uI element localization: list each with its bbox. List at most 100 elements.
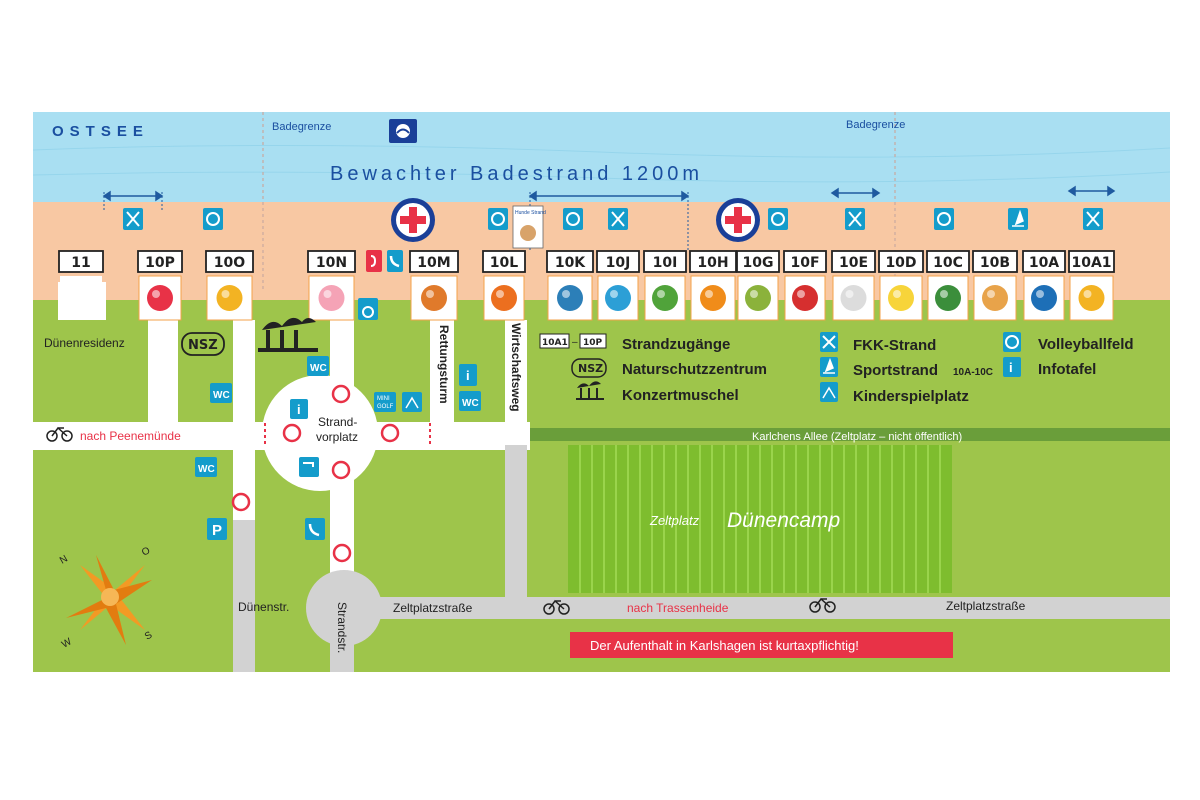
svg-text:GOLF: GOLF: [377, 404, 394, 410]
entrance-label: 10N: [316, 255, 347, 271]
legend-playground: Kinderspielplatz: [853, 388, 969, 405]
entrance-10l: 10L: [482, 250, 526, 321]
ostsee-label: OSTSEE: [52, 123, 149, 140]
svg-text:Hunde Strand: Hunde Strand: [515, 210, 546, 216]
duenenresidenz-label: Dünenresidenz: [44, 336, 125, 350]
entrance-label: 10H: [697, 255, 728, 271]
beach-chair-icon: [557, 285, 583, 311]
playground-icon: [820, 382, 838, 402]
svg-text:WC: WC: [462, 398, 479, 409]
entrance-label: 10D: [885, 255, 916, 271]
karlchens-allee-label: Karlchens Allee (Zeltplatz – nicht öffen…: [752, 431, 962, 443]
svg-text:i: i: [1009, 360, 1013, 375]
entrance-10h: 10H: [689, 250, 737, 321]
wheelchair-icon: [358, 298, 378, 320]
karlchens-allee-path: [530, 428, 1170, 441]
volleyball-icon: [934, 208, 954, 230]
entrance-10o: 10O: [205, 250, 254, 321]
sunflower-icon: [216, 285, 243, 311]
no-cars-icon: [231, 492, 251, 512]
volleyball-icon: [488, 208, 508, 230]
nach-peenemuende-label: nach Peenemünde: [80, 429, 181, 443]
fkk-icon: [608, 208, 628, 230]
no-bicycle-icon: [331, 384, 351, 404]
entrance-label: 10K: [555, 255, 586, 271]
kurtax-notice: Der Aufenthalt in Karlshagen ist kurtaxp…: [570, 632, 953, 658]
svg-text:WC: WC: [310, 363, 327, 374]
entrance-10a: 10A: [1022, 250, 1066, 321]
entrance-10k: 10K: [546, 250, 594, 321]
ice-cream-icon: [318, 285, 345, 311]
entrance-label: 10J: [606, 255, 631, 271]
entrance-label: 10M: [417, 255, 450, 271]
legend-nsz: Naturschutzzentrum: [622, 361, 767, 378]
entrance-label: 10F: [790, 255, 819, 271]
entrance-label: 11: [71, 255, 90, 271]
svg-text:MINI: MINI: [377, 396, 390, 402]
beach-title: Bewachter Badestrand 1200m: [330, 163, 703, 185]
legend-shell: Konzertmuschel: [622, 387, 739, 404]
no-bicycle-icon: [380, 423, 400, 443]
fkk-icon: [1083, 208, 1103, 230]
sea-area: [33, 112, 1170, 204]
legend-sport-suffix: 10A-10C: [953, 367, 993, 378]
legend-volleyball: Volleyballfeld: [1038, 336, 1134, 353]
bicycle-icon: [46, 426, 73, 442]
wc-sign: WC: [195, 457, 217, 477]
sport-beach-icon: [820, 357, 838, 377]
svg-text:WC: WC: [198, 464, 215, 475]
ladybug-icon: [792, 285, 818, 311]
no-bicycle-icon: [331, 460, 351, 480]
strandvorplatz-label-1: Strand-: [318, 415, 357, 429]
bucket-icon: [491, 285, 517, 311]
entrance-10n: 10N: [307, 250, 356, 321]
svg-text:N: N: [58, 553, 70, 566]
mini-golf-sign: MINI GOLF: [374, 392, 396, 412]
snail-icon: [982, 285, 1008, 311]
wc-sign: WC: [307, 356, 329, 376]
legend-fkk: FKK-Strand: [853, 337, 936, 354]
volleyball-icon: [203, 208, 223, 230]
svg-text:Der Aufenthalt in Karlshagen i: Der Aufenthalt in Karlshagen ist kurtaxp…: [590, 638, 859, 653]
svg-text:10P: 10P: [583, 338, 603, 348]
entrance-label: 10L: [490, 255, 518, 271]
lifeguard-icon: [391, 198, 435, 242]
emergency-icon: [366, 250, 382, 272]
entrance-10b: 10B: [972, 250, 1018, 321]
svg-text:i: i: [297, 402, 301, 417]
tent-icon: [652, 285, 678, 311]
entrance-label: 10I: [653, 255, 678, 271]
beach-entrances: 11Peene-münde10P10O10N10M10L10K10J10I10H…: [58, 250, 1115, 321]
entrance-10j: 10J: [596, 250, 640, 321]
bicycle-icon: [809, 597, 836, 613]
wirtschaftsweg-label: Wirtschaftsweg: [509, 323, 523, 412]
volleyball-icon: [563, 208, 583, 230]
sailboat-icon: [935, 285, 961, 311]
duenenresidenz-building: [58, 282, 106, 320]
water-tap-icon: [299, 457, 319, 477]
entrance-10f: 10F: [783, 250, 827, 321]
compass-rose: N O S W: [58, 545, 155, 651]
duenenstr-label: Dünenstr.: [238, 600, 289, 614]
nsz-sign: NSZ: [181, 332, 225, 356]
entrance-label: 10O: [214, 255, 245, 271]
svg-text:S: S: [143, 630, 155, 643]
entrance-label: 10A: [1029, 255, 1059, 271]
parking-sign: P: [207, 518, 227, 540]
concert-shell-icon: [258, 317, 318, 352]
entrance-10a1: 10A1: [1068, 250, 1115, 321]
legend-sport: Sportstrand: [853, 362, 938, 379]
phone-icon: [305, 518, 325, 540]
beach-ball-icon: [605, 285, 631, 311]
svg-text:P: P: [212, 522, 222, 539]
dog-beach-sign: Hunde Strand: [512, 205, 546, 249]
legend-entrances: Strandzugänge: [622, 336, 730, 353]
no-cars-icon: [332, 543, 352, 563]
butterfly-icon: [700, 285, 726, 311]
nach-trassenheide-label: nach Trassenheide: [627, 601, 729, 615]
fish-icon: [745, 285, 771, 311]
svg-text:10A1: 10A1: [542, 338, 568, 348]
info-sign: i: [290, 399, 308, 419]
playground-icon: [402, 392, 422, 412]
